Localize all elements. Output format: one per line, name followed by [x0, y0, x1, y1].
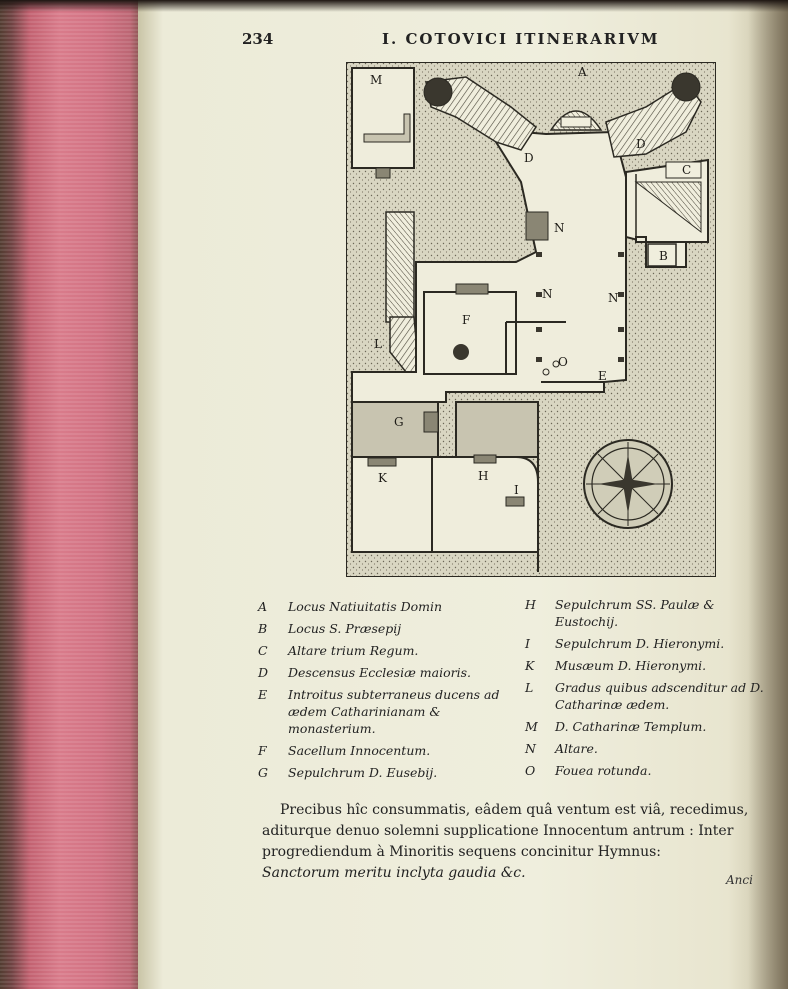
- legend-key: L: [525, 680, 534, 695]
- legend-desc: Altare trium Regum.: [288, 643, 419, 658]
- legend-key: I: [525, 636, 530, 651]
- page-header: 234 I. COTOVICI ITINERARIVM: [242, 30, 782, 54]
- legend-desc: Fouea rotunda.: [555, 763, 652, 778]
- plan-label-d-right: D: [636, 137, 646, 151]
- legend-desc: Musæum D. Hieronymi.: [555, 658, 707, 673]
- legend-entry: E Introitus subterraneus ducens ad ædem C…: [258, 686, 523, 737]
- legend-entry: C Altare trium Regum.: [258, 642, 523, 659]
- legend-entry: M D. Catharinæ Templum.: [525, 718, 775, 735]
- legend-right-column: H Sepulchrum SS. Paulæ & Eustochij. I Sepu…: [525, 596, 775, 784]
- legend-entry: O Fouea rotunda.: [525, 762, 775, 779]
- top-edge-shadow: [0, 0, 788, 12]
- legend-entry: F Sacellum Innocentum.: [258, 742, 523, 759]
- legend-key: N: [525, 741, 536, 756]
- plan-label-h: H: [478, 469, 488, 483]
- legend-key: M: [525, 719, 538, 734]
- plan-label-f: F: [462, 313, 470, 327]
- plan-label-n-2: N: [542, 287, 553, 301]
- plan-label-e: E: [598, 369, 607, 383]
- book-fore-edge: [0, 0, 142, 989]
- legend-desc: Locus Natiuitatis Domin: [288, 599, 443, 614]
- legend-desc: Gradus quibus adscenditur ad D. Catharin…: [555, 680, 764, 712]
- legend-key: G: [258, 765, 268, 780]
- legend-desc: Altare.: [555, 741, 598, 756]
- legend-entry: K Musæum D. Hieronymi.: [525, 657, 775, 674]
- running-title: I. COTOVICI ITINERARIVM: [382, 30, 660, 48]
- plan-label-c: C: [682, 163, 691, 177]
- legend-desc: Sepulchrum D. Eusebij.: [288, 765, 438, 780]
- plan-label-m: M: [370, 73, 382, 87]
- plan-label-b: B: [659, 249, 668, 263]
- legend-desc: Locus S. Præsepij: [288, 621, 402, 636]
- page-number: 234: [242, 30, 274, 48]
- legend-desc: Descensus Ecclesiæ maioris.: [288, 665, 471, 680]
- legend-entry: G Sepulchrum D. Eusebij.: [258, 764, 523, 781]
- legend-entry: B Locus S. Præsepij: [258, 620, 523, 637]
- plan-label-n-3: N: [608, 291, 619, 305]
- legend-key: H: [525, 597, 536, 612]
- plan-label-a: A: [577, 65, 587, 79]
- legend-key: F: [258, 743, 267, 758]
- legend-key: D: [258, 665, 269, 680]
- legend-key: O: [525, 763, 536, 778]
- legend-key: B: [258, 621, 268, 636]
- compass-rose: [583, 439, 673, 529]
- legend-entry: H Sepulchrum SS. Paulæ & Eustochij.: [525, 596, 775, 630]
- legend-left-column: A Locus Natiuitatis Domin B Locus S. Præse…: [258, 598, 523, 786]
- legend-entry: I Sepulchrum D. Hieronymi.: [525, 635, 775, 652]
- floor-plan-engraving: M A D D C N B N N F L O E G K H I: [346, 62, 716, 577]
- body-paragraph: Precibus hîc consummatis, eâdem quâ vent…: [262, 802, 749, 860]
- legend-entry: D Descensus Ecclesiæ maioris.: [258, 664, 523, 681]
- legend-desc: D. Catharinæ Templum.: [555, 719, 707, 734]
- plan-label-o: O: [558, 355, 568, 369]
- legend-key: K: [525, 658, 535, 673]
- legend-entry: N Altare.: [525, 740, 775, 757]
- legend-key: E: [258, 687, 268, 702]
- body-text: Precibus hîc consummatis, eâdem quâ vent…: [262, 800, 782, 884]
- legend-desc: Introitus subterraneus ducens ad ædem Ca…: [288, 687, 500, 736]
- legend-desc: Sepulchrum D. Hieronymi.: [555, 636, 725, 651]
- legend-desc: Sacellum Innocentum.: [288, 743, 431, 758]
- page-gutter-shadow: [748, 0, 788, 989]
- plan-label-k: K: [378, 471, 388, 485]
- plan-label-g: G: [394, 415, 404, 429]
- hymn-incipit: Sanctorum meritu inclyta gaudia &c.: [262, 865, 526, 881]
- legend-key: A: [258, 599, 268, 614]
- plan-label-l: L: [374, 337, 382, 351]
- catchword: Anci: [726, 873, 753, 887]
- plan-label-d-left: D: [524, 151, 534, 165]
- legend-entry: A Locus Natiuitatis Domin: [258, 598, 523, 615]
- legend-entry: L Gradus quibus adscenditur ad D. Cathari…: [525, 679, 775, 713]
- legend-key: C: [258, 643, 268, 658]
- plan-label-n-1: N: [554, 221, 565, 235]
- legend-desc: Sepulchrum SS. Paulæ & Eustochij.: [555, 597, 715, 629]
- plan-label-i: I: [514, 483, 519, 497]
